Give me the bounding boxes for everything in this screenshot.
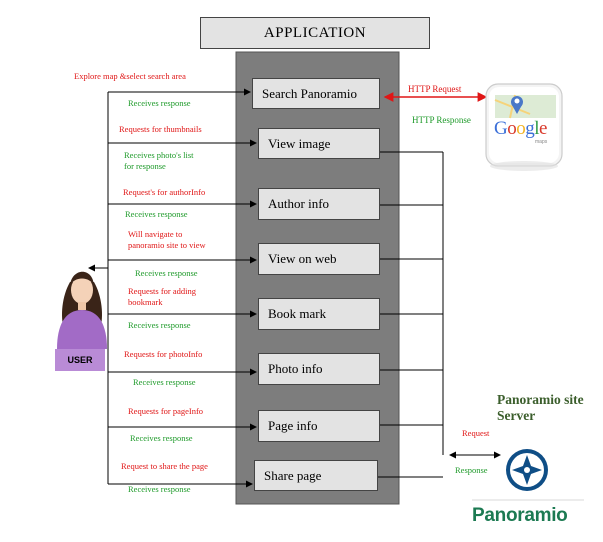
request-label: panoramio site to view (128, 240, 206, 250)
response-label: for response (124, 161, 166, 171)
request-label: Request to share the page (121, 461, 208, 471)
book-mark-box: Book mark (258, 298, 380, 330)
request-label: Requests for pageInfo (128, 406, 204, 416)
photo-info-box: Photo info (258, 353, 380, 385)
http-request-label: HTTP Request (408, 84, 462, 94)
server-title: Panoramio site Server (497, 392, 584, 423)
response-label: Receives response (125, 209, 188, 219)
response-label: Receives response (128, 98, 191, 108)
request-label: Requests for photoInfo (124, 349, 203, 359)
response-label: Receives photo's list (124, 150, 194, 160)
share-page-box: Share page (254, 460, 378, 491)
panoramio-logo-text: Panoramio (472, 505, 568, 526)
google-logo-text: Google (494, 118, 547, 139)
author-info-box: Author info (258, 188, 380, 220)
response-label: Receives response (135, 268, 198, 278)
application-title: APPLICATION (200, 17, 430, 49)
server-request-label: Request (462, 428, 490, 438)
request-label: Requests for adding (128, 286, 196, 296)
response-label: Receives response (133, 377, 196, 387)
response-label: Receives response (130, 433, 193, 443)
panoramio-logo-icon (472, 449, 584, 501)
view-image-box: View image (258, 128, 380, 159)
view-on-web-box: View on web (258, 243, 380, 275)
response-label: Receives response (128, 320, 191, 330)
http-response-label: HTTP Response (412, 115, 471, 125)
server-title-line2: Server (497, 407, 536, 423)
google-maps-icon (485, 83, 563, 171)
request-label: Request's for authorInfo (123, 187, 206, 197)
server-response-label: Response (455, 465, 488, 475)
user-label: USER (55, 349, 105, 371)
request-label: Will navigate to (128, 229, 183, 239)
response-label: Receives response (128, 484, 191, 494)
search-panoramio-box: Search Panoramio (252, 78, 380, 109)
request-label: Explore map &select search area (74, 71, 186, 81)
request-label: Requests for thumbnails (119, 124, 202, 134)
request-label: bookmark (128, 297, 163, 307)
google-maps-subtext: maps (535, 139, 548, 145)
server-title-line1: Panoramio site (497, 392, 584, 407)
page-info-box: Page info (258, 410, 380, 442)
user-icon (57, 271, 107, 349)
